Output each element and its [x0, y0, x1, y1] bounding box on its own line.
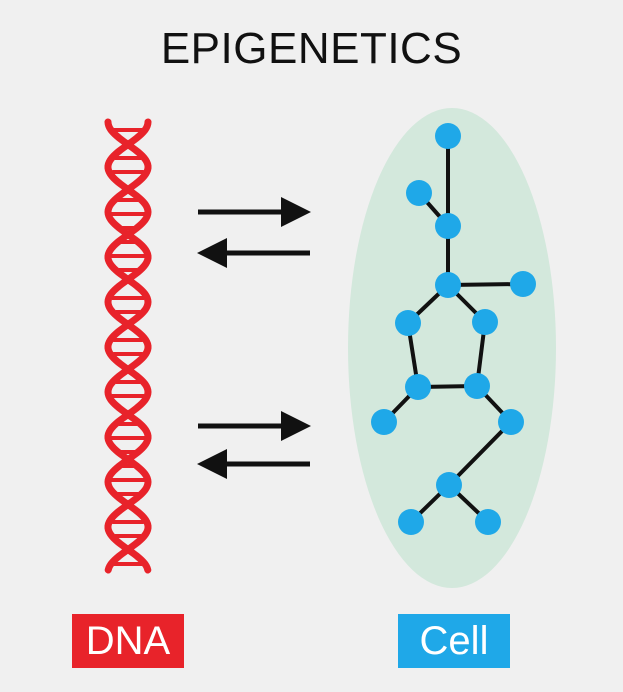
dna-helix-icon — [104, 118, 152, 574]
molecule-atom — [398, 509, 424, 535]
cell-ellipse — [348, 108, 556, 588]
dna-base-pairs — [111, 128, 145, 566]
cell-label: Cell — [398, 614, 510, 668]
molecule-atom — [436, 472, 462, 498]
molecule-atom — [405, 374, 431, 400]
molecule-atom — [510, 271, 536, 297]
dna-strand-b — [104, 118, 152, 574]
dna-label: DNA — [72, 614, 184, 668]
diagram-title: EPIGENETICS — [160, 24, 463, 73]
molecule-atom — [464, 373, 490, 399]
molecule-atom — [395, 310, 421, 336]
molecule-bond — [447, 420, 513, 487]
exchange-arrows — [197, 197, 311, 479]
molecule-atom — [406, 180, 432, 206]
molecule-atom — [475, 509, 501, 535]
dna-strand-a — [104, 118, 152, 574]
molecule-atom — [472, 309, 498, 335]
molecule-atom — [435, 272, 461, 298]
molecule-icon — [371, 123, 536, 535]
molecule-atom — [435, 213, 461, 239]
molecule-atom — [498, 409, 524, 435]
molecule-atom — [371, 409, 397, 435]
molecule-atom — [435, 123, 461, 149]
